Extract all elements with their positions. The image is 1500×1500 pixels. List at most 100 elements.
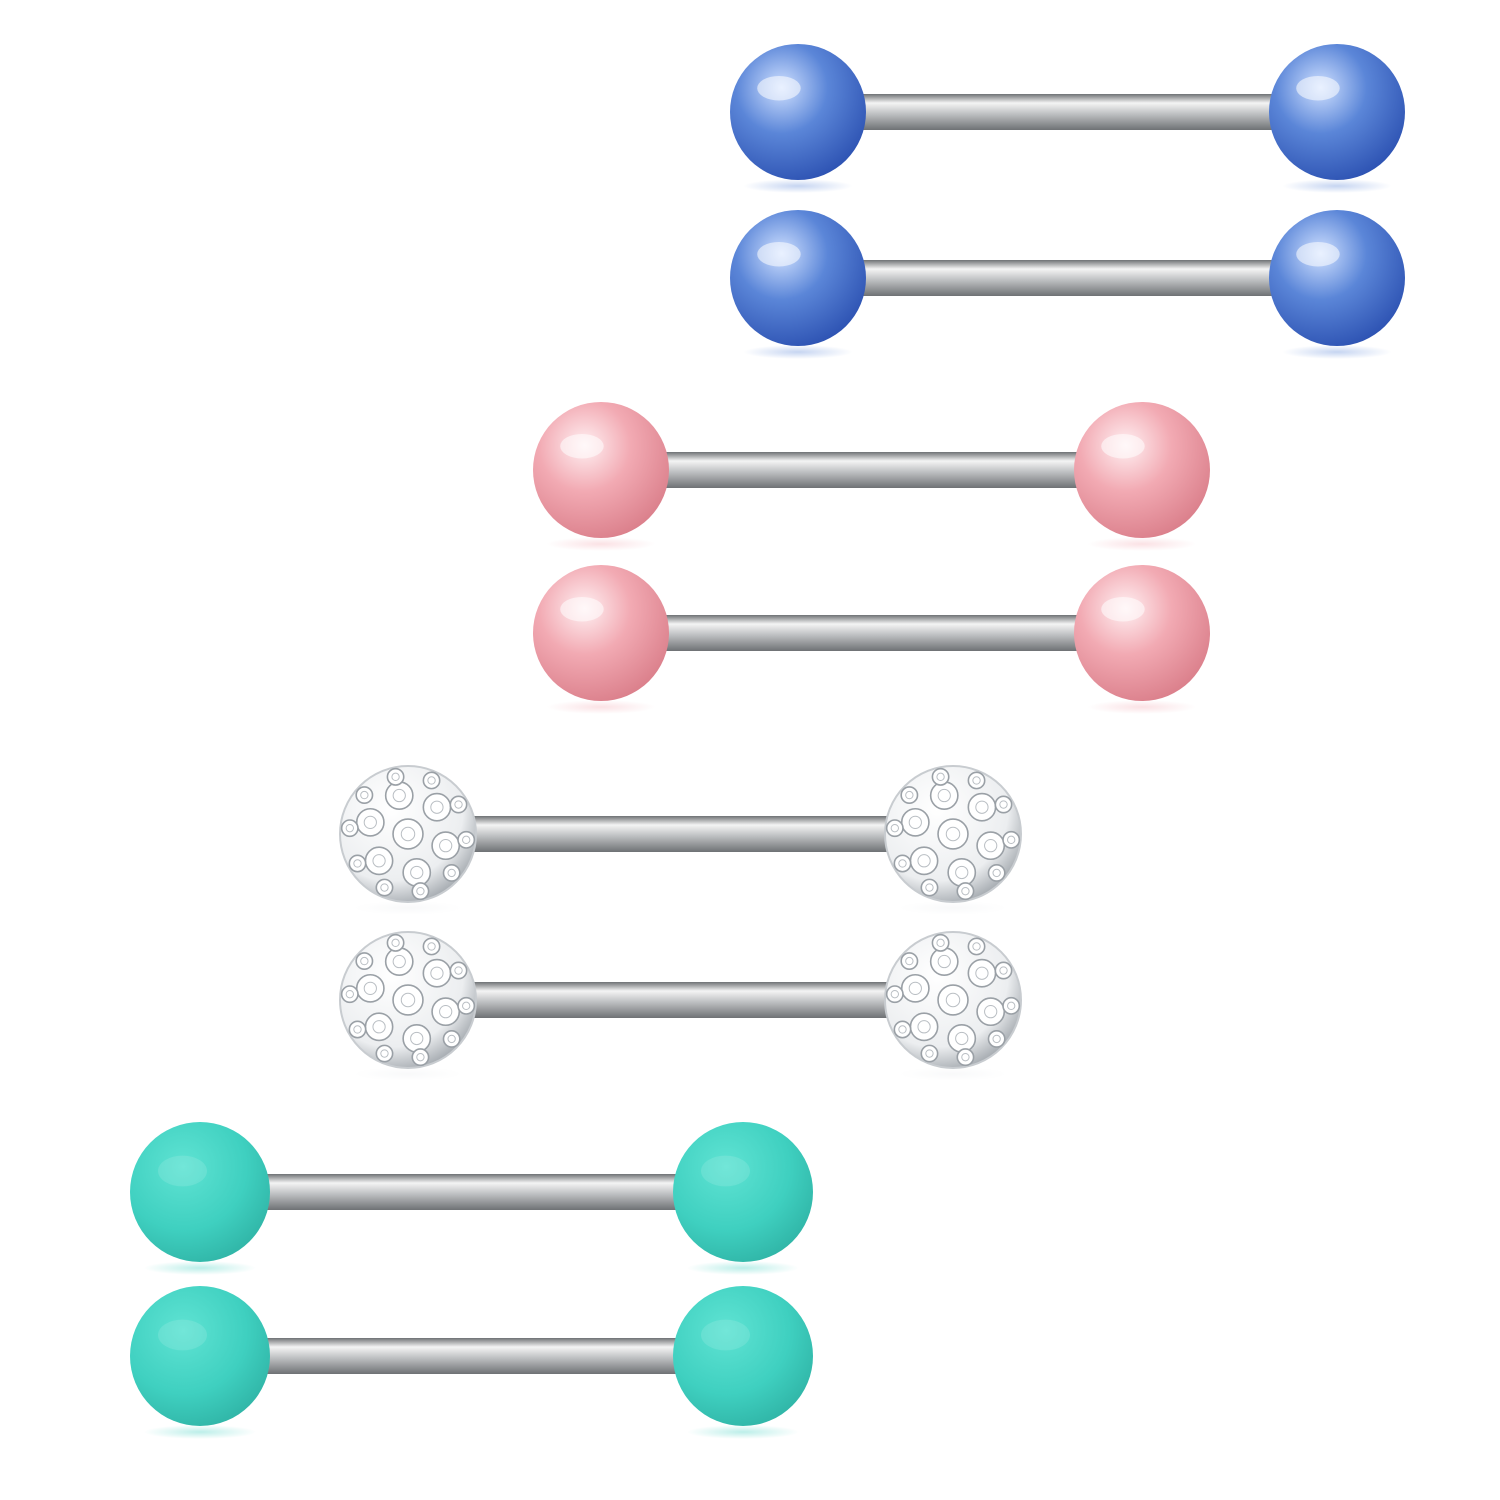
crystal-facet-core [380, 1049, 389, 1058]
barbell-bar [260, 1174, 683, 1210]
crystal-facet-core [917, 1020, 931, 1034]
crystal-facet [384, 781, 414, 810]
ball-sphere [1074, 565, 1210, 701]
crystal-facet-core [391, 938, 400, 948]
barbell-pair-crystal [339, 765, 1022, 1081]
ball-highlight [1296, 241, 1340, 267]
ball-reflection [546, 700, 656, 714]
crystal-facet [411, 882, 430, 901]
crystal-facet [885, 819, 904, 838]
barbell-bar [466, 816, 895, 852]
ball-highlight [560, 596, 604, 622]
crystal-facet [355, 973, 385, 1003]
crystal-facet-core [937, 788, 951, 803]
barbell-pair-pink-pearl [533, 402, 1210, 714]
crystal-facet-core [999, 800, 1008, 809]
ball-sphere [1269, 44, 1405, 180]
crystal-facet [947, 1024, 977, 1053]
crystal-facet-core [454, 966, 463, 975]
ball-sphere [730, 210, 866, 346]
crystal-facet-core [890, 989, 899, 999]
crystal-facet-core [945, 826, 961, 842]
ball-highlight [560, 433, 604, 459]
barbell-bar [260, 1338, 683, 1374]
crystal-facet [422, 771, 441, 790]
crystal-facet [931, 933, 950, 952]
crystal-facet [909, 846, 939, 876]
crystal-facet [893, 1020, 912, 1039]
crystal-facet [1002, 830, 1021, 849]
crystal-facet-core [416, 1052, 425, 1062]
right-ball [673, 1286, 813, 1439]
crystal-facet-core [961, 1052, 970, 1062]
crystal-facet [967, 792, 997, 822]
crystal-facet-core [392, 788, 406, 803]
crystal-facet-core [430, 966, 444, 980]
crystal-facet-core [972, 942, 981, 951]
ball-highlight [701, 1319, 750, 1351]
crystal-facet [976, 997, 1006, 1027]
ball-highlight [701, 1155, 750, 1187]
crystal-facet [900, 973, 930, 1003]
ball-highlight [757, 75, 801, 101]
barbell-set [130, 44, 1405, 1439]
crystal-facet [340, 819, 359, 838]
crystal-facet-core [410, 865, 424, 880]
right-ball [1269, 210, 1405, 359]
crystal-facet [994, 795, 1013, 814]
left-ball [130, 1122, 270, 1275]
crystal-facet [900, 807, 930, 837]
ball-reflection [898, 901, 1008, 915]
crystal-facet [449, 961, 468, 980]
ball-reflection [353, 901, 463, 915]
crystal-facet-core [975, 800, 989, 814]
ball-sphere [130, 1286, 270, 1426]
crystal-facet [967, 937, 986, 956]
crystal-facet-core [945, 992, 961, 1008]
ball-highlight [1101, 433, 1145, 459]
crystal-facet [375, 1044, 394, 1063]
barbell-pair-blue-pearl [730, 44, 1405, 359]
crystal-facet-core [427, 776, 436, 785]
crystal-facet-core [462, 835, 471, 845]
ball-sphere [533, 402, 669, 538]
ball-reflection [1087, 700, 1197, 714]
ball-sphere [1074, 402, 1210, 538]
crystal-facet [920, 1044, 939, 1063]
right-ball [1074, 402, 1210, 551]
barbell [130, 1122, 813, 1275]
right-ball [1074, 565, 1210, 714]
barbell [130, 1286, 813, 1439]
crystal-facet [422, 937, 441, 956]
crystal-facet [431, 831, 461, 861]
crystal-facet [937, 984, 969, 1016]
crystal-facet-core [898, 1025, 907, 1034]
crystal-facet [402, 858, 432, 887]
crystal-facet [1002, 996, 1021, 1015]
ball-reflection [743, 345, 853, 359]
ball-highlight [1101, 596, 1145, 622]
crystal-facet [355, 807, 385, 837]
crystal-facet-core [898, 859, 907, 868]
crystal-facet [355, 952, 374, 971]
crystal-facet-core [439, 839, 453, 853]
left-ball [730, 44, 866, 193]
crystal-facet-core [999, 966, 1008, 975]
crystal-facet [967, 771, 986, 790]
crystal-facet [987, 1029, 1006, 1048]
crystal-facet-core [372, 854, 386, 868]
crystal-facet-core [955, 1031, 969, 1046]
ball-reflection [546, 537, 656, 551]
crystal-facet [348, 854, 367, 873]
crystal-facet-core [984, 839, 998, 853]
crystal-facet [900, 786, 919, 805]
crystal-facet-core [925, 1049, 934, 1058]
left-ball [130, 1286, 270, 1439]
crystal-facet [392, 818, 424, 850]
crystal-facet-core [936, 938, 945, 948]
crystal-facet [929, 781, 959, 810]
crystal-facet [937, 818, 969, 850]
crystal-facet-core [936, 772, 945, 782]
ball-reflection [144, 1425, 256, 1439]
crystal-facet-core [391, 772, 400, 782]
